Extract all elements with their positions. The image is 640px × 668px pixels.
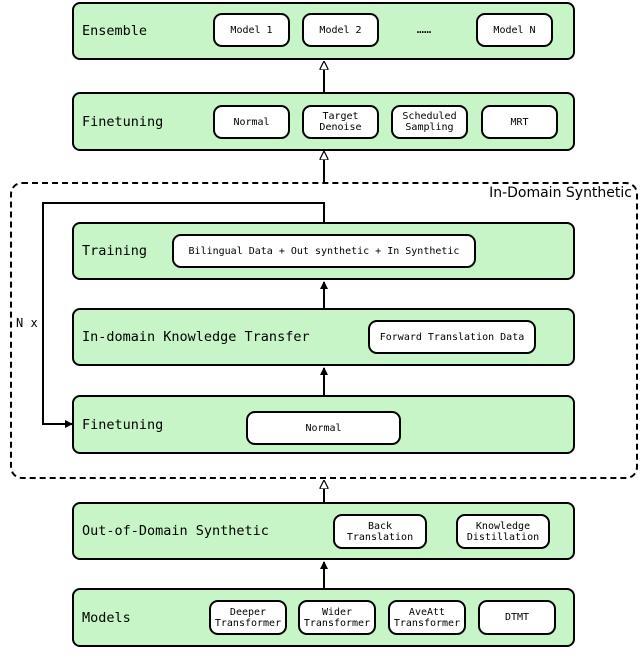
normal-pill: Normal (213, 105, 290, 139)
mrt-pill: MRT (481, 105, 558, 139)
scheduled-sampling-pill: Scheduled Sampling (391, 105, 468, 139)
aveatt-transformer-pill: AveAtt Transformer (388, 600, 466, 635)
loop-arrow (42, 202, 325, 428)
stage-title: Models (82, 609, 131, 626)
stage-title: Training (82, 243, 148, 259)
wider-transformer-pill: Wider Transformer (298, 600, 376, 635)
target-denoise-pill: Target Denoise (302, 105, 379, 139)
ellipsis: …… (416, 22, 432, 36)
normal-pill: Normal (246, 411, 401, 445)
stage-title: Out-of-Domain Synthetic (82, 523, 269, 539)
stage-title: In-domain Knowledge Transfer (82, 329, 310, 345)
back-translation-pill: Back Translation (333, 514, 427, 549)
dtmt-pill: DTMT (478, 600, 556, 635)
group-label: In-Domain Synthetic (489, 185, 632, 201)
knowledge-distillation-pill: Knowledge Distillation (456, 514, 550, 549)
stage-title: Ensemble (82, 23, 148, 39)
stage-title: Finetuning (82, 416, 164, 433)
model-1-pill: Model 1 (213, 13, 290, 47)
loop-count-label: N x (16, 316, 38, 330)
model-n-pill: Model N (476, 13, 553, 47)
training-data-pill: Bilingual Data + Out synthetic + In Synt… (172, 234, 476, 268)
forward-translation-pill: Forward Translation Data (368, 320, 536, 354)
in-domain-synthetic-group (10, 182, 638, 479)
stage-title: Finetuning (82, 113, 164, 130)
model-2-pill: Model 2 (302, 13, 379, 47)
deeper-transformer-pill: Deeper Transformer (209, 600, 287, 635)
